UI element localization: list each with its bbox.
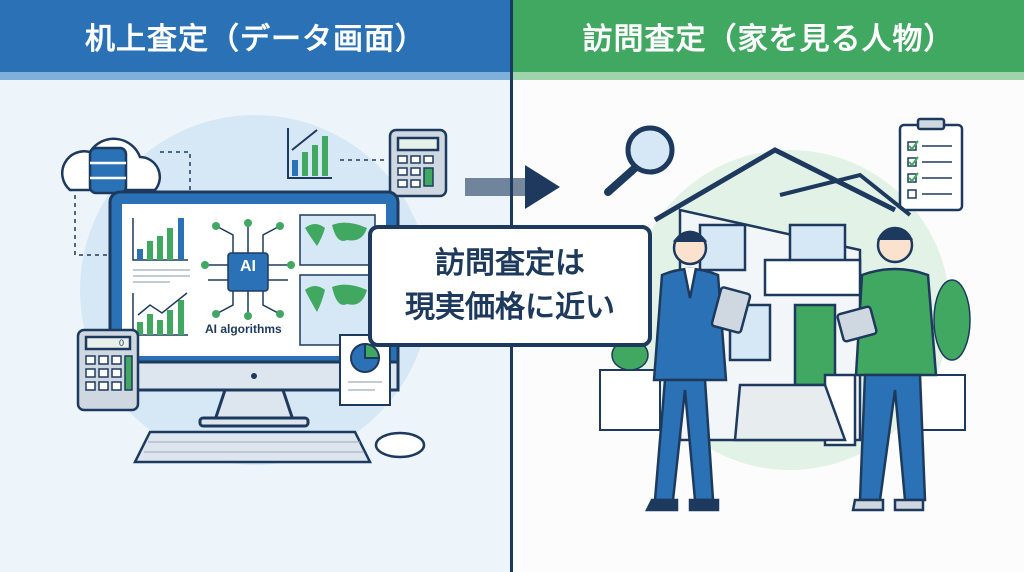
- conclusion-callout: 訪問査定は 現実価格に近い: [368, 225, 652, 347]
- left-panel-title: 机上査定（データ画面）: [0, 0, 511, 72]
- ai-algorithms-caption: AI algorithms: [205, 322, 282, 336]
- calculator-icon-top: [388, 128, 448, 198]
- left-header-strip: [0, 72, 511, 80]
- world-map-icon: [299, 214, 376, 346]
- tree: [611, 279, 971, 371]
- screen-bar-chart: [132, 218, 190, 283]
- callout-line-1: 訪問査定は: [435, 246, 585, 281]
- calculator-icon-left: [76, 328, 140, 412]
- calculator-display: 0: [119, 338, 125, 348]
- callout-line-2: 現実価格に近い: [405, 290, 615, 325]
- ai-chip-icon: [201, 219, 295, 320]
- house-icon: [653, 147, 912, 447]
- agent-person: [644, 230, 752, 512]
- magnifier-icon: [604, 125, 675, 196]
- arrow-right-icon: [465, 165, 560, 209]
- keyboard-icon: [132, 430, 373, 464]
- cloud-database-icon: [61, 137, 162, 195]
- chart-icon: [287, 128, 332, 179]
- mouse-icon: [374, 431, 426, 459]
- right-panel-title: 訪問査定（家を見る人物）: [513, 0, 1024, 72]
- right-header-strip: [513, 72, 1024, 80]
- owner-person: [836, 226, 938, 512]
- clipboard-checklist-icon: [898, 117, 964, 212]
- ai-chip-label: AI: [240, 258, 256, 275]
